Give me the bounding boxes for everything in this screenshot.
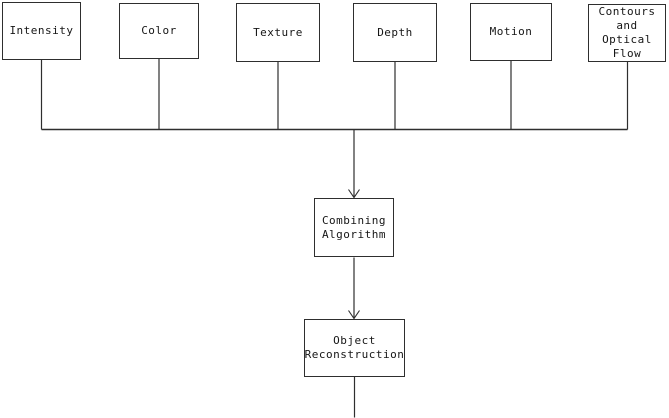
node-combining-algorithm: Combining Algorithm	[314, 198, 394, 257]
node-contours-optical-flow: Contours and Optical Flow	[588, 4, 666, 62]
node-color: Color	[119, 3, 199, 59]
node-intensity: Intensity	[2, 2, 81, 60]
node-object-reconstruction: Object Reconstruction	[304, 319, 405, 377]
arrowhead-combining	[348, 189, 360, 199]
bus-drop-lines	[40, 59, 629, 130]
node-depth: Depth	[353, 3, 437, 62]
node-motion: Motion	[470, 3, 552, 61]
arrowhead-object	[348, 310, 360, 320]
node-texture: Texture	[236, 3, 320, 62]
